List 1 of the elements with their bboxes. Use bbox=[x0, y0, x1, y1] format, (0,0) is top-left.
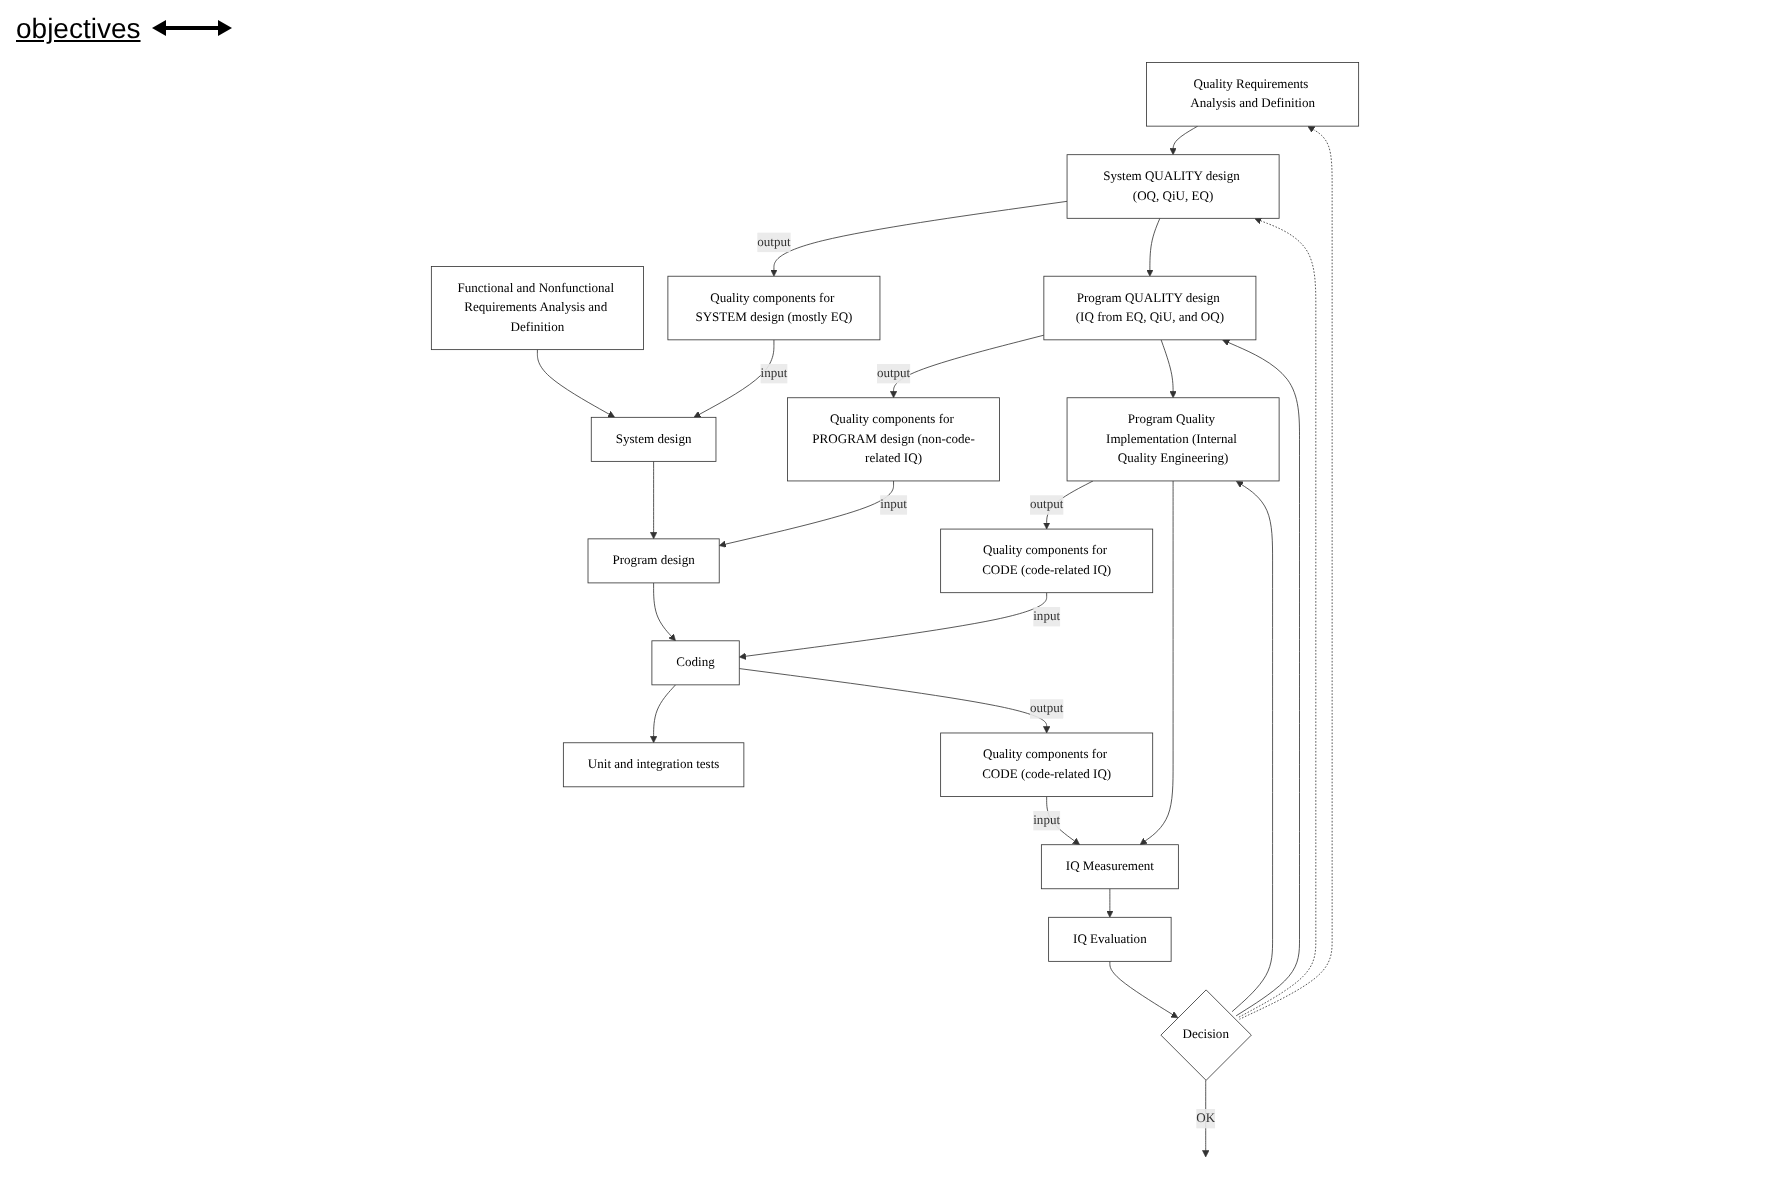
label-text: objectives bbox=[16, 12, 141, 44]
